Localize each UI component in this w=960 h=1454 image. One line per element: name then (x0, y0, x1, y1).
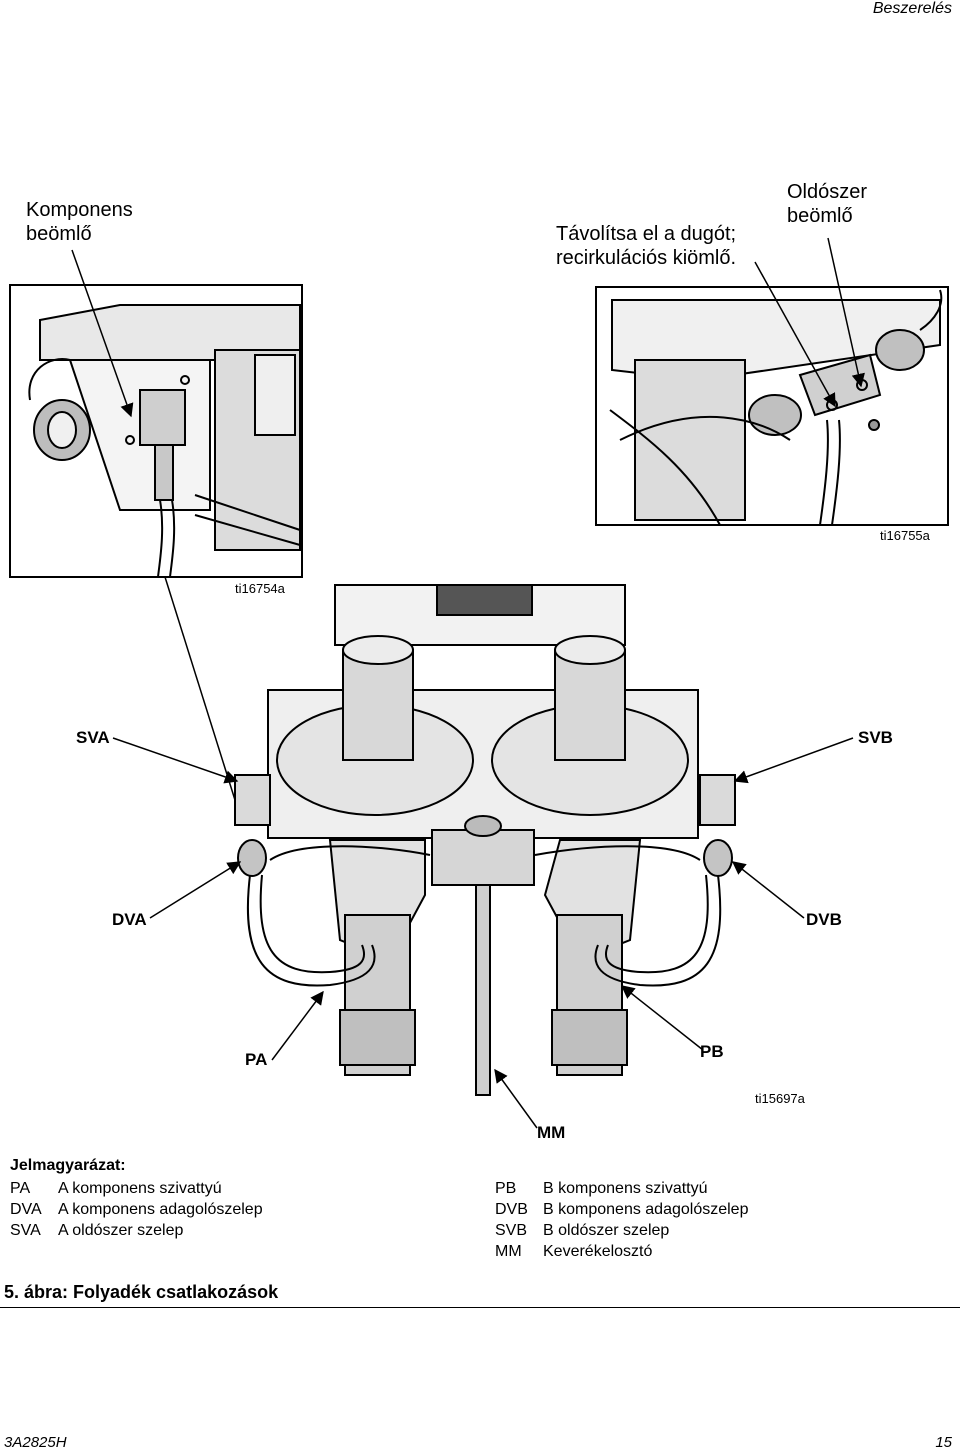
legend-code: SVA (10, 1222, 41, 1239)
label-pa: PA (245, 1050, 268, 1069)
remove-plug-line-2: recirkulációs kiömlő. (556, 247, 737, 269)
legend-item: DVB B komponens adagolószelep (495, 1199, 748, 1220)
doc-number: 3A2825H (4, 1434, 67, 1451)
component-inlet-callout: Komponens beömlő (26, 198, 133, 246)
legend-code: DVB (495, 1201, 528, 1218)
caption-divider (0, 1307, 960, 1308)
remove-plug-callout: Távolítsa el a dugót; recirkulációs kiöm… (556, 222, 736, 270)
label-mm: MM (537, 1123, 566, 1142)
label-pb: PB (700, 1042, 724, 1061)
legend-item: SVA A oldószer szelep (10, 1220, 263, 1241)
label-dva: DVA (112, 910, 147, 929)
legend-code: SVB (495, 1222, 528, 1239)
legend-text: A komponens szivattyú (58, 1180, 222, 1197)
label-svb: SVB (858, 728, 893, 747)
legend-item: DVA A komponens adagolószelep (10, 1199, 263, 1220)
legend-code: MM (495, 1243, 522, 1260)
legend-right-column: PB B komponens szivattyú DVB B komponens a… (495, 1178, 748, 1262)
legend-text: B komponens szivattyú (543, 1180, 708, 1197)
main-drawing (234, 584, 736, 1096)
legend-item: PB B komponens szivattyú (495, 1178, 748, 1199)
legend-left-column: PA A komponens szivattyú DVA A komponens a… (10, 1178, 263, 1241)
right-inset-drawing (595, 286, 949, 526)
legend-code: DVA (10, 1201, 42, 1218)
legend-text: A oldószer szelep (58, 1222, 184, 1239)
right-inset-figure-id: ti16755a (880, 528, 930, 543)
leader-lines (71, 237, 865, 1129)
label-dvb: DVB (806, 910, 842, 929)
solvent-inlet-callout: Oldószer beömlő (787, 180, 867, 228)
solvent-inlet-line-2: beömlő (787, 205, 853, 227)
legend-title: Jelmagyarázat: (10, 1157, 126, 1174)
legend-text: A komponens adagolószelep (58, 1201, 263, 1218)
legend-item: MM Keverékelosztó (495, 1241, 748, 1262)
legend-text: B oldószer szelep (543, 1222, 670, 1239)
section-header: Beszerelés (872, 0, 952, 17)
component-inlet-line-2: beömlő (26, 223, 92, 245)
component-inlet-line-1: Komponens (26, 199, 133, 221)
legend-item: PA A komponens szivattyú (10, 1178, 263, 1199)
legend-item: SVB B oldószer szelep (495, 1220, 748, 1241)
figure-caption: 5. ábra: Folyadék csatlakozások (4, 1282, 279, 1302)
remove-plug-line-1: Távolítsa el a dugót; (556, 223, 737, 245)
legend-code: PA (10, 1180, 31, 1197)
left-inset-figure-id: ti16754a (235, 581, 285, 596)
label-sva: SVA (76, 728, 110, 747)
legend-text: Keverékelosztó (543, 1243, 653, 1260)
left-inset-drawing (9, 284, 303, 578)
legend-code: PB (495, 1180, 517, 1197)
page-number: 15 (935, 1434, 952, 1451)
main-figure-id: ti15697a (755, 1091, 805, 1106)
solvent-inlet-line-1: Oldószer (787, 181, 868, 203)
legend-text: B komponens adagolószelep (543, 1201, 749, 1218)
